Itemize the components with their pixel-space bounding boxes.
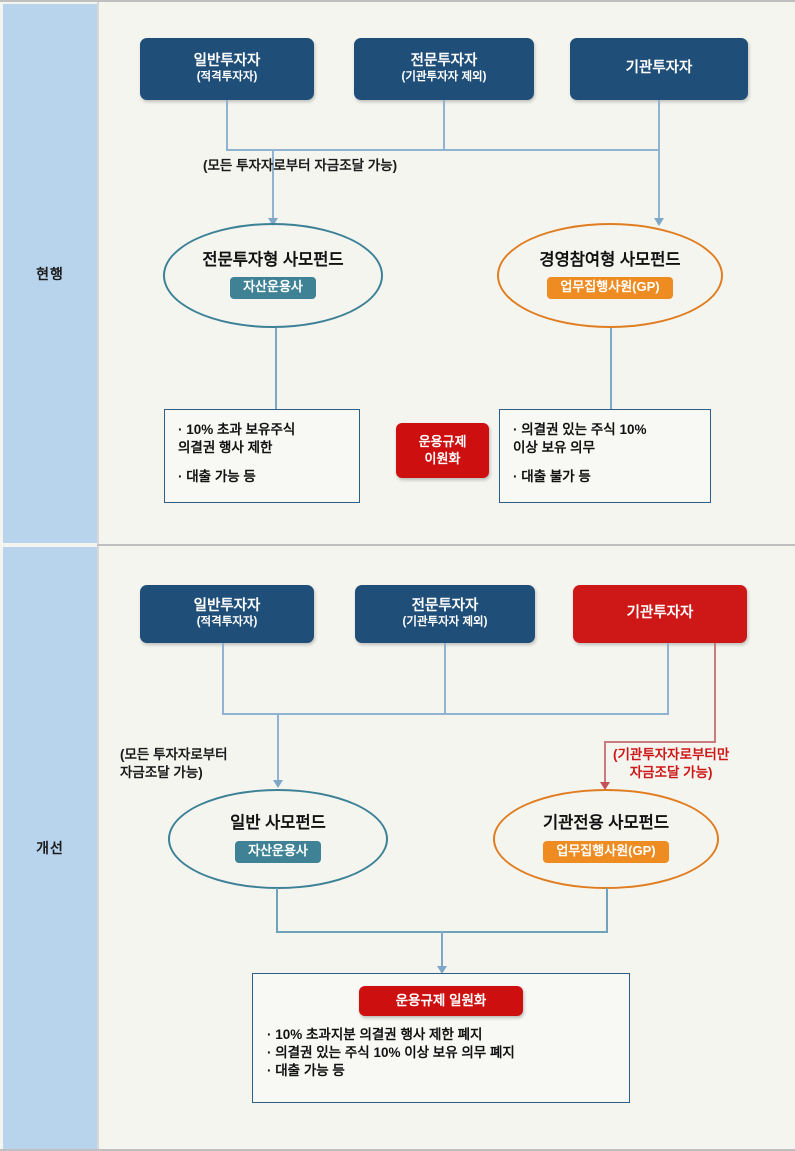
sidebar-label-improved: 개선 [36,840,64,856]
current-connector-drop-right [658,149,660,221]
improved-result-rules: · 10% 초과지분 의결권 행사 제한 폐지 · 의결권 있는 주식 10% … [267,1026,515,1081]
improved-merge-drop [441,931,443,969]
current-fund-management-title: 경영참여형 사모펀드 [539,250,681,269]
current-rules-box-left: · 10% 초과 보유주식 의결권 행사 제한 · 대출 가능 등 [164,409,360,503]
current-investor-professional-title: 전문투자자 [410,52,478,69]
improved-result-badge: 운용규제 일원화 [359,986,523,1016]
improved-result-box: 운용규제 일원화 · 10% 초과지분 의결권 행사 제한 폐지 · 의결권 있… [252,973,630,1103]
current-investor-retail-title: 일반투자자 [193,52,261,69]
current-investor-professional-sub: (기관투자자 제외) [401,71,487,84]
sidebar: 현행 개선 [0,2,97,1149]
current-fund-ellipse-management[interactable]: 경영참여형 사모펀드 업무집행사원(GP) [497,223,723,328]
improved-investor-retail-sub: (적격투자자) [196,616,258,629]
current-arrow-right [654,218,664,226]
improved-merge-v-left [276,888,278,932]
current-rule-right-2: · 대출 불가 등 [513,469,591,485]
current-fund-ellipse-professional[interactable]: 전문투자형 사모펀드 자산운용사 [163,223,383,328]
current-investor-box-retail[interactable]: 일반투자자 (적격투자자) [140,38,314,100]
current-rule-left-1: 의결권 행사 제한 [178,440,273,456]
current-center-badge-line-1: 이원화 [424,450,461,466]
improved-investor-box-institutional[interactable]: 기관투자자 [573,585,747,643]
improved-merge-v-right [606,888,608,932]
current-connector-rule-left [275,328,277,410]
current-connector-v1 [226,100,228,150]
improved-fund-general-badge: 자산운용사 [235,840,321,863]
improved-fund-institutional-title: 기관전용 사모펀드 [542,814,670,833]
current-investor-institutional-title: 기관투자자 [625,60,693,77]
improved-result-badge-label: 운용규제 일원화 [395,993,487,1009]
improved-red-connector-h [604,741,716,743]
current-rule-right-1: 이상 보유 의무 [513,440,596,456]
improved-investor-box-professional[interactable]: 전문투자자 (기관투자자 제외) [355,585,535,643]
current-fund-professional-title: 전문투자형 사모펀드 [202,250,344,269]
improved-investor-retail-title: 일반투자자 [193,597,261,614]
current-rule-left-2: · 대출 가능 등 [178,469,256,485]
improved-funding-note-left: (모든 투자자로부터 자금조달 가능) [120,746,228,781]
current-rule-right-0: · 의결권 있는 주식 10% [513,422,647,437]
section-divider-horizontal [97,544,795,546]
current-connector-bus [226,149,660,151]
current-rules-box-right: · 의결권 있는 주식 10% 이상 보유 의무 · 대출 불가 등 [499,409,711,503]
improved-connector-v3 [667,643,669,714]
improved-connector-bus [222,713,669,715]
improved-connector-v2 [444,643,446,714]
improved-arrow-left [273,780,283,788]
improved-fund-general-title: 일반 사모펀드 [230,814,326,833]
improved-investor-professional-sub: (기관투자자 제외) [402,616,488,629]
improved-fund-institutional-badge: 업무집행사원(GP) [543,840,669,863]
sidebar-label-current: 현행 [36,265,64,282]
improved-result-rule-0: · 10% 초과지분 의결권 행사 제한 폐지 [267,1027,483,1042]
improved-investor-box-retail[interactable]: 일반투자자 (적격투자자) [140,585,314,643]
improved-funding-note-right: (기관투자자로부터만 자금조달 가능) [613,746,729,781]
improved-red-connector-drop [604,741,606,785]
improved-investor-institutional-title: 기관투자자 [626,605,694,622]
improved-funding-note-left-1: 자금조달 가능) [120,764,203,780]
current-connector-rule-right [610,328,612,410]
sidebar-row-current: 현행 [3,4,97,543]
current-investor-box-institutional[interactable]: 기관투자자 [570,38,748,100]
current-investor-box-professional[interactable]: 전문투자자 (기관투자자 제외) [354,38,534,100]
improved-red-arrow [600,782,610,790]
current-rule-left-0: · 10% 초과 보유주식 [178,422,296,437]
current-fund-management-badge: 업무집행사원(GP) [547,277,673,300]
current-fund-professional-badge: 자산운용사 [230,277,316,300]
improved-result-rule-2: · 대출 가능 등 [267,1063,345,1079]
improved-funding-note-left-0: (모든 투자자로부터 [120,747,228,762]
improved-funding-note-right-1: 자금조달 가능) [629,764,713,780]
current-center-badge-line-0: 운용규제 [418,433,467,449]
improved-investor-professional-title: 전문투자자 [411,597,479,614]
current-arrow-left [268,218,278,226]
current-investor-retail-sub: (적격투자자) [196,71,258,84]
current-connector-v3 [658,100,660,150]
improved-fund-ellipse-general[interactable]: 일반 사모펀드 자산운용사 [168,789,388,889]
current-connector-drop-left [272,149,274,221]
sidebar-divider-vertical [97,2,99,1149]
current-funding-note: (모든 투자자로부터 자금조달 가능) [203,158,398,173]
improved-connector-drop-left [277,713,279,783]
current-connector-v2 [443,100,445,150]
current-center-badge: 운용규제 이원화 [396,423,489,478]
improved-connector-v1 [222,643,224,714]
improved-fund-ellipse-institutional[interactable]: 기관전용 사모펀드 업무집행사원(GP) [493,789,719,889]
improved-merge-arrow [437,966,447,974]
improved-funding-note-right-0: (기관투자자로부터만 [613,747,730,762]
improved-result-rule-1: · 의결권 있는 주식 10% 이상 보유 의무 폐지 [267,1045,515,1061]
improved-red-connector-v [714,643,716,742]
sidebar-row-improved: 개선 [3,547,97,1149]
